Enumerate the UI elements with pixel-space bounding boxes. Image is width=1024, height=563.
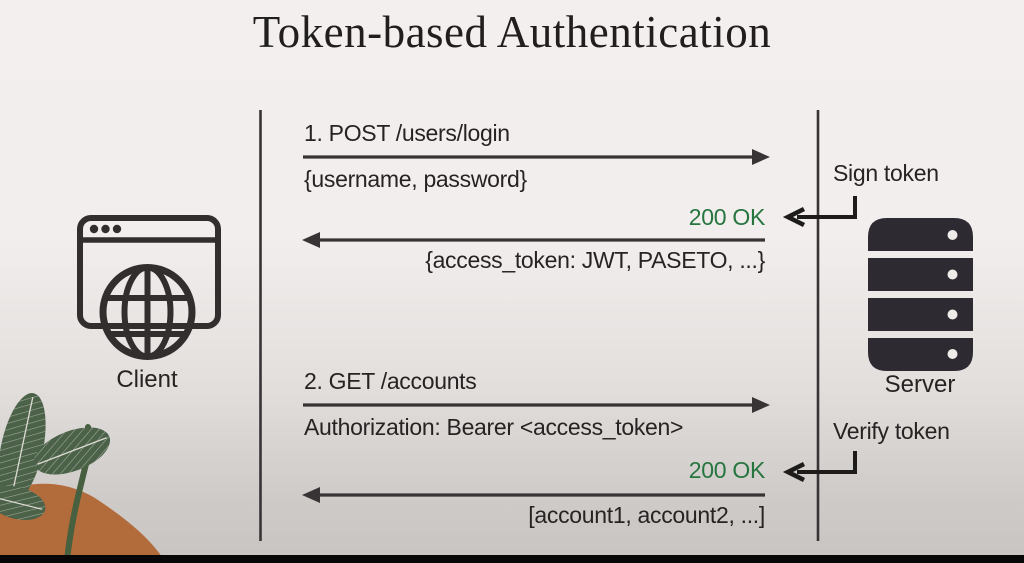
window-dots-icon: [89, 224, 122, 234]
verify-token-label: Verify token: [833, 418, 950, 444]
server-label: Server: [884, 371, 956, 398]
plant-pot-mound: [0, 483, 166, 563]
plant-leaf: [0, 393, 46, 503]
response2-payload: [account1, account2, ...]: [528, 502, 765, 528]
client-browser-icon: [77, 215, 221, 360]
response1-arrow: [302, 232, 765, 248]
request2-payload: Authorization: Bearer <access_token>: [304, 414, 684, 440]
server-icon: [868, 218, 973, 371]
page-title: Token-based Authentication: [252, 7, 772, 57]
server-led-dots-icon: [947, 230, 958, 359]
request1-arrow: [303, 149, 770, 165]
response1-status: 200 OK: [688, 204, 766, 230]
response2-status: 200 OK: [688, 457, 766, 483]
globe-icon: [99, 264, 196, 360]
sign-token-label: Sign token: [833, 160, 939, 186]
response2-arrow: [302, 487, 765, 503]
arrow-right-icon: [752, 397, 770, 413]
arrow-left-icon: [302, 487, 320, 503]
arrow-right-icon: [752, 149, 770, 165]
plant-leaf: [0, 485, 46, 521]
plant-leaf: [33, 427, 111, 475]
plant-icon: [0, 393, 166, 563]
client-label: Client: [116, 366, 178, 393]
request1-payload: {username, password}: [304, 166, 527, 192]
arrow-left-icon: [302, 232, 320, 248]
request2-label: 2. GET /accounts: [304, 368, 477, 394]
request1-label: 1. POST /users/login: [304, 120, 510, 146]
verify-token-arrow: [782, 451, 857, 483]
bottom-bar: [0, 555, 1024, 563]
response1-payload: {access_token: JWT, PASETO, ...}: [425, 247, 765, 273]
sign-token-arrow: [782, 196, 857, 228]
request2-arrow: [303, 397, 770, 413]
